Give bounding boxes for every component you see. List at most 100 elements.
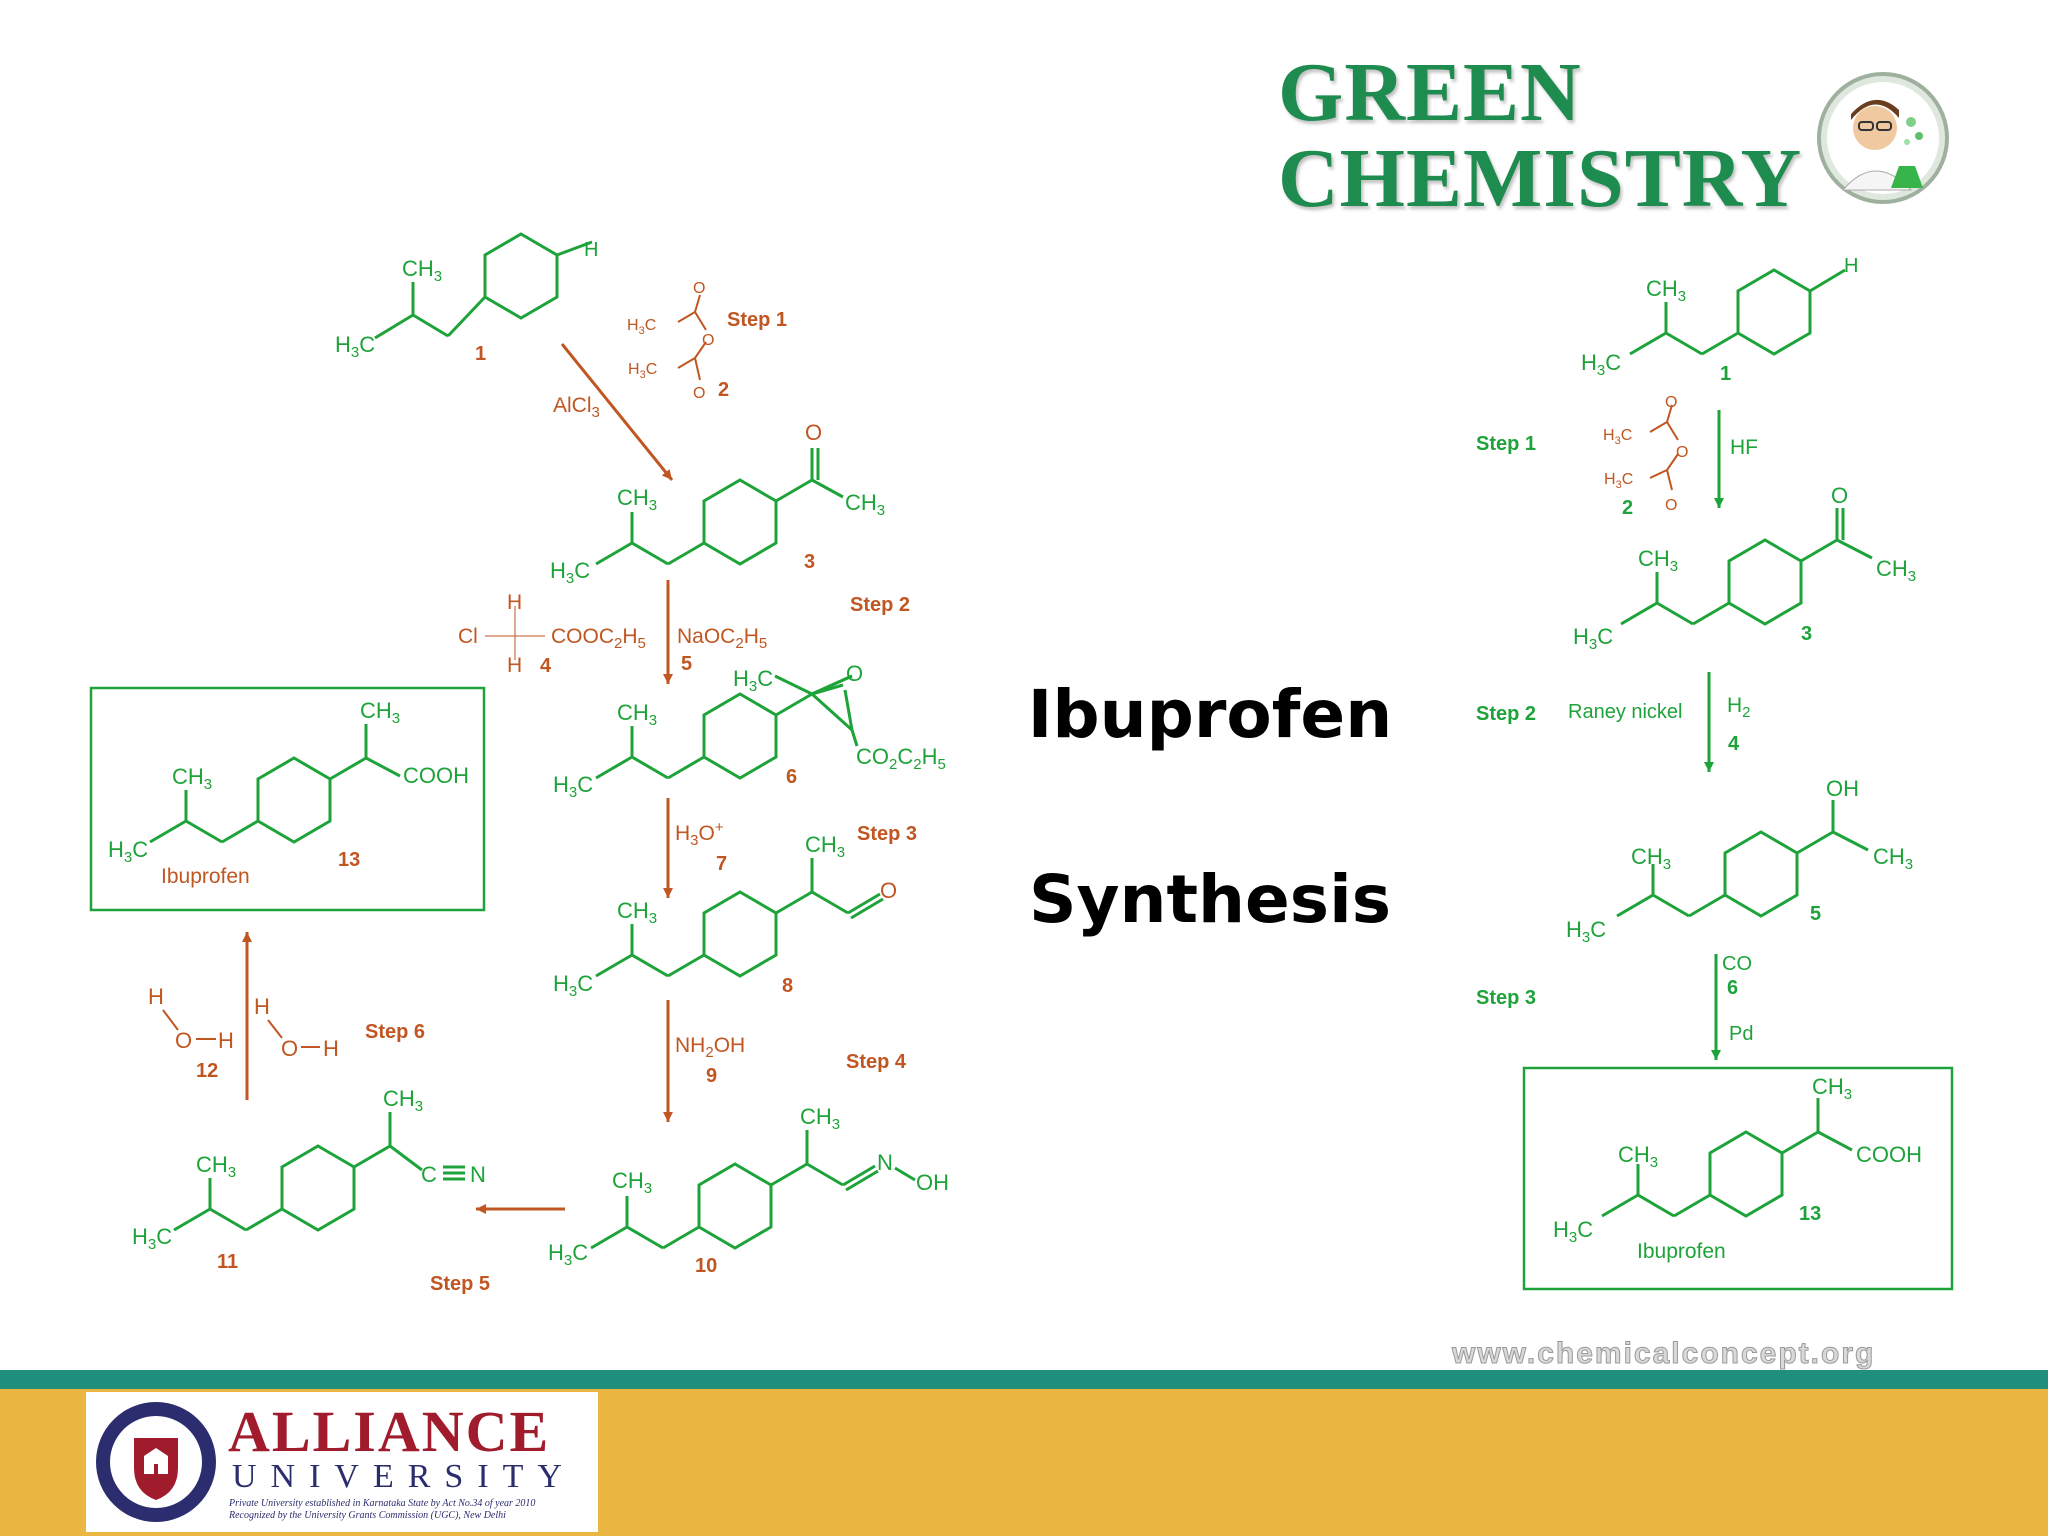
- slide-title-line2: Synthesis: [1028, 861, 1392, 938]
- left-c11-n-label: N: [470, 1162, 486, 1187]
- svg-text:H3C: H3C: [108, 837, 148, 866]
- left-label-11: 11: [217, 1251, 238, 1273]
- right-step-3: Step 3: [1476, 987, 1536, 1009]
- svg-text:H: H: [323, 1036, 339, 1061]
- right-label-2: 2: [1622, 497, 1633, 519]
- university-crest-icon: [96, 1402, 216, 1522]
- university-name: ALLIANCE: [228, 1399, 551, 1464]
- svg-text:H: H: [218, 1028, 234, 1053]
- svg-text:O: O: [693, 280, 705, 297]
- svg-text:CH3: CH3: [800, 1104, 840, 1133]
- left-label-5: 5: [681, 653, 692, 675]
- left-c1-h-label: H: [584, 239, 598, 261]
- svg-text:O: O: [693, 385, 705, 402]
- svg-text:O: O: [281, 1036, 298, 1061]
- left-c10-oh-label: OH: [916, 1170, 949, 1195]
- svg-text:CH3: CH3: [196, 1152, 236, 1181]
- right-pd-label: Pd: [1729, 1023, 1753, 1045]
- slide-title: Ibuprofen Synthesis: [1000, 676, 1420, 938]
- left-label-4: 4: [540, 655, 552, 677]
- svg-text:H: H: [507, 591, 522, 614]
- brand-title-line2: CHEMISTRY: [1278, 132, 1803, 225]
- svg-text:O: O: [175, 1028, 192, 1053]
- svg-text:CH3: CH3: [1618, 1142, 1658, 1171]
- university-note-1: Private University established in Karnat…: [229, 1498, 536, 1509]
- svg-text:H3C: H3C: [1573, 624, 1613, 653]
- right-label-5: 5: [1810, 903, 1821, 925]
- reaction-scheme: H CH3 H3C 1 H3C O O H3C O 2 Step 1 AlCl3…: [89, 232, 1954, 1295]
- left-c10-n-label: N: [877, 1150, 893, 1175]
- svg-text:H: H: [148, 984, 164, 1009]
- footer-teal-bar: [0, 1370, 2048, 1389]
- left-label-3: 3: [804, 551, 815, 573]
- right-hf-label: HF: [1730, 436, 1758, 459]
- slide-title-line1: Ibuprofen: [1027, 676, 1393, 753]
- svg-text:H3C: H3C: [627, 317, 656, 337]
- svg-text:CH3: CH3: [845, 490, 885, 519]
- watermark: www.chemicalconcept.org: [1451, 1337, 1876, 1371]
- right-step-1: Step 1: [1476, 433, 1536, 455]
- svg-text:O: O: [702, 332, 714, 349]
- left-label-12: 12: [196, 1060, 218, 1082]
- svg-text:O: O: [846, 661, 863, 686]
- svg-text:CH3: CH3: [383, 1086, 423, 1115]
- left-label-6: 6: [786, 766, 797, 788]
- right-c5-oh-label: OH: [1826, 776, 1859, 801]
- left-step-2: Step 2: [850, 594, 910, 616]
- svg-text:CH3: CH3: [1631, 844, 1671, 873]
- svg-text:CH3: CH3: [360, 698, 400, 727]
- svg-text:O: O: [1665, 497, 1677, 514]
- svg-text:COOC2H5: COOC2H5: [551, 625, 646, 652]
- university-subtitle: UNIVERSITY: [232, 1458, 576, 1495]
- svg-text:H3C: H3C: [733, 666, 773, 695]
- svg-text:CH3: CH3: [1873, 844, 1913, 873]
- svg-text:NH2OH: NH2OH: [675, 1034, 745, 1061]
- left-label-2: 2: [718, 379, 729, 401]
- svg-text:O: O: [880, 878, 897, 903]
- svg-text:H: H: [507, 654, 522, 677]
- svg-text:CH3: CH3: [1876, 556, 1916, 585]
- left-label-8: 8: [782, 975, 793, 997]
- left-label-7: 7: [716, 853, 727, 875]
- left-ibuprofen-label: Ibuprofen: [161, 865, 250, 888]
- right-ibuprofen-label: Ibuprofen: [1637, 1240, 1726, 1263]
- left-label-9: 9: [706, 1065, 717, 1087]
- svg-text:O: O: [1665, 394, 1677, 411]
- left-label-13: 13: [338, 849, 360, 871]
- brand-title: GREEN CHEMISTRY: [1278, 50, 1802, 222]
- right-ibuprofen-box: [1522, 1066, 1954, 1291]
- right-co-label: CO: [1722, 953, 1752, 975]
- svg-text:O: O: [1831, 483, 1848, 508]
- left-c13-cooh-label: COOH: [403, 763, 469, 788]
- svg-text:CH3: CH3: [1812, 1074, 1852, 1103]
- right-label-4: 4: [1728, 733, 1740, 755]
- svg-text:H3C: H3C: [548, 1240, 588, 1269]
- right-c13-cooh-label: COOH: [1856, 1142, 1922, 1167]
- right-label-1: 1: [1720, 363, 1731, 385]
- left-arrow-step1: [560, 343, 674, 481]
- svg-text:H3O+: H3O+: [675, 819, 724, 849]
- svg-text:H3C: H3C: [1603, 427, 1632, 447]
- svg-text:CH3: CH3: [612, 1168, 652, 1197]
- svg-text:CH3: CH3: [617, 485, 657, 514]
- svg-text:H3C: H3C: [1604, 471, 1633, 491]
- svg-text:CH3: CH3: [805, 832, 845, 861]
- svg-text:H3C: H3C: [628, 361, 657, 381]
- right-label-13: 13: [1799, 1203, 1821, 1225]
- svg-text:AlCl3: AlCl3: [553, 394, 600, 421]
- svg-text:CH3: CH3: [1646, 276, 1686, 305]
- svg-text:H2: H2: [1727, 694, 1751, 721]
- svg-text:H3C: H3C: [335, 332, 375, 361]
- svg-text:H3C: H3C: [1581, 350, 1621, 379]
- svg-text:CH3: CH3: [617, 700, 657, 729]
- svg-text:H3C: H3C: [550, 558, 590, 587]
- svg-text:H3C: H3C: [1553, 1217, 1593, 1246]
- right-raney-label: Raney nickel: [1568, 701, 1683, 723]
- right-label-3: 3: [1801, 623, 1812, 645]
- right-step-2: Step 2: [1476, 703, 1536, 725]
- svg-text:C: C: [421, 1162, 437, 1187]
- svg-text:H: H: [254, 994, 270, 1019]
- scientist-avatar-icon: [1817, 72, 1949, 204]
- left-label-1: 1: [475, 343, 486, 365]
- svg-text:CH3: CH3: [172, 764, 212, 793]
